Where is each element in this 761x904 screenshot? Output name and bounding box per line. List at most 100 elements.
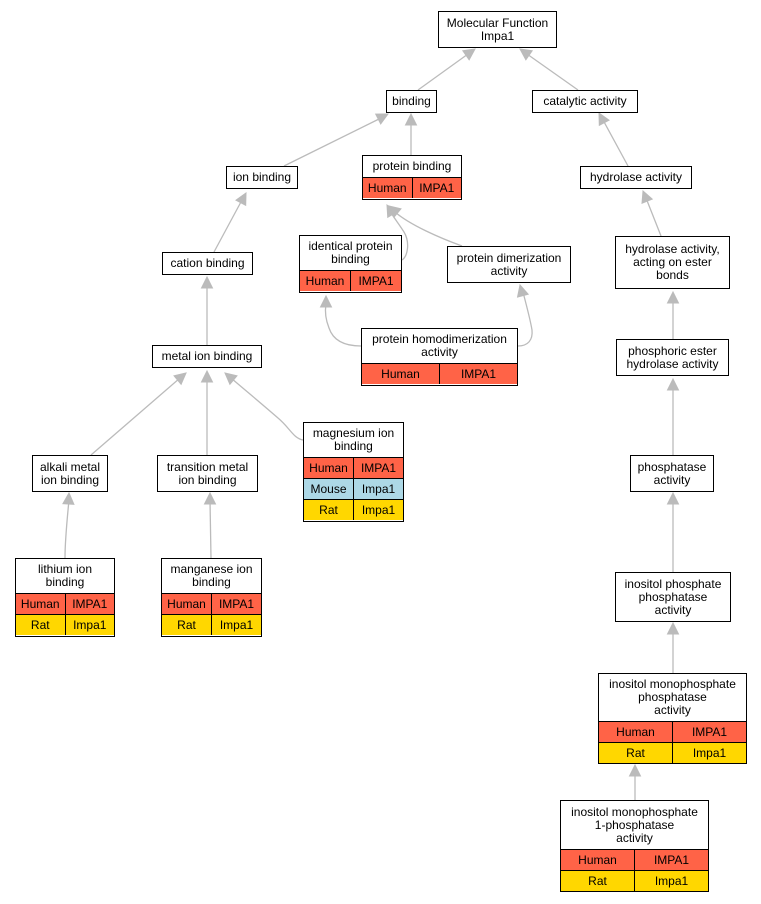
edge-arrowhead xyxy=(224,372,238,386)
gene-cell: Impa1 xyxy=(64,615,114,635)
go-term-label: ion binding xyxy=(232,170,292,184)
go-term-node-metal[interactable]: metal ion binding xyxy=(152,345,262,368)
go-term-label: lithium ion binding xyxy=(37,562,93,589)
edge-manganese-to-transition xyxy=(203,491,217,559)
edge-inositol1p-to-inositolmono xyxy=(628,763,642,800)
edge-metal-to-cationb xyxy=(200,275,214,345)
edge-transition-to-metal xyxy=(200,369,214,455)
gene-cell: Impa1 xyxy=(211,615,261,635)
go-term-label: alkali metal ion binding xyxy=(39,459,101,487)
go-term-label: identical protein binding xyxy=(308,239,393,266)
gene-cell: IMPA1 xyxy=(411,178,461,198)
edge-line xyxy=(645,197,662,237)
edge-line xyxy=(209,499,212,559)
go-term-label: Molecular Function Impa1 xyxy=(446,15,549,43)
go-term-node-inositolmono[interactable]: inositol monophosphate phosphatase activ… xyxy=(598,673,747,764)
species-cell: Human xyxy=(363,178,412,198)
go-term-node-phosester[interactable]: phosphoric ester hydrolase activity xyxy=(616,339,729,376)
edge-line xyxy=(417,53,469,91)
go-term-label: phosphatase activity xyxy=(637,459,707,487)
go-term-label: inositol monophosphate phosphatase activ… xyxy=(609,677,736,717)
edge-dimer-to-protb xyxy=(388,205,463,247)
edge-ionb-to-binding xyxy=(283,113,389,167)
go-term-label: transition metal ion binding xyxy=(166,459,249,487)
edge-line xyxy=(526,53,579,91)
species-cell: Mouse xyxy=(304,479,353,499)
gene-cell: Impa1 xyxy=(634,871,708,891)
edge-arrowhead xyxy=(666,377,680,391)
edge-arrowhead xyxy=(200,275,214,289)
gene-cell: IMPA1 xyxy=(350,271,401,291)
gene-cell: IMPA1 xyxy=(353,458,403,478)
go-term-label: phosphoric ester hydrolase activity xyxy=(626,343,719,371)
edge-protb-to-binding xyxy=(404,112,418,155)
gene-cell: Impa1 xyxy=(672,743,746,763)
species-cell: Rat xyxy=(304,500,353,520)
go-term-node-phosphatase[interactable]: phosphatase activity xyxy=(630,455,714,492)
go-term-label: metal ion binding xyxy=(161,349,253,363)
edge-arrowhead xyxy=(641,189,654,205)
species-cell: Human xyxy=(362,364,439,384)
go-term-node-mf[interactable]: Molecular Function Impa1 xyxy=(438,11,557,48)
edge-arrowhead xyxy=(404,112,418,126)
go-term-node-transition[interactable]: transition metal ion binding xyxy=(157,455,258,492)
edge-arrowhead xyxy=(203,491,217,505)
edge-line xyxy=(90,377,181,456)
go-term-node-catalytic[interactable]: catalytic activity xyxy=(532,90,638,113)
species-cell: Human xyxy=(599,722,672,742)
edge-catalytic-to-mf xyxy=(519,48,579,91)
edge-line xyxy=(517,291,533,347)
edge-arrowhead xyxy=(235,192,247,207)
gene-cell: IMPA1 xyxy=(672,722,746,742)
species-cell: Rat xyxy=(599,743,672,763)
go-term-node-hydroester[interactable]: hydrolase activity, acting on ester bond… xyxy=(615,236,730,289)
go-term-node-inositol1p[interactable]: inositol monophosphate 1-phosphatase act… xyxy=(560,800,709,892)
edge-arrowhead xyxy=(319,294,333,308)
gene-cell: IMPA1 xyxy=(211,594,261,614)
go-term-label: magnesium ion binding xyxy=(312,426,395,453)
go-term-node-cationb[interactable]: cation binding xyxy=(162,252,253,275)
edge-magnesium-to-metal xyxy=(224,372,304,441)
go-term-node-binding[interactable]: binding xyxy=(386,90,437,113)
species-cell: Human xyxy=(304,458,353,478)
go-term-label: cation binding xyxy=(170,256,245,270)
go-term-node-inositolp[interactable]: inositol phosphate phosphatase activity xyxy=(615,572,731,622)
edge-line xyxy=(394,211,463,247)
edge-alkali-to-metal xyxy=(90,372,187,456)
edge-arrowhead xyxy=(519,48,534,61)
edge-arrowhead xyxy=(666,491,680,505)
go-term-label: manganese ion binding xyxy=(170,562,253,589)
edge-arrowhead xyxy=(666,621,680,635)
edge-line xyxy=(64,499,70,559)
edge-arrowhead xyxy=(516,283,530,298)
go-term-label: inositol monophosphate 1-phosphatase act… xyxy=(571,804,698,845)
edge-inositolmono-to-inositolp xyxy=(666,621,680,673)
edge-arrowhead xyxy=(461,48,476,61)
go-term-node-dimer[interactable]: protein dimerization activity xyxy=(447,246,571,283)
go-term-node-ionb[interactable]: ion binding xyxy=(226,166,298,189)
edge-arrowhead xyxy=(628,763,642,777)
edge-line xyxy=(324,303,362,347)
go-term-label: hydrolase activity, acting on ester bond… xyxy=(625,242,720,282)
go-term-label: catalytic activity xyxy=(543,94,627,108)
go-term-node-alkali[interactable]: alkali metal ion binding xyxy=(32,455,108,492)
go-term-label: protein binding xyxy=(372,159,452,173)
species-cell: Rat xyxy=(162,615,211,635)
go-term-node-hydrolase[interactable]: hydrolase activity xyxy=(580,166,692,189)
